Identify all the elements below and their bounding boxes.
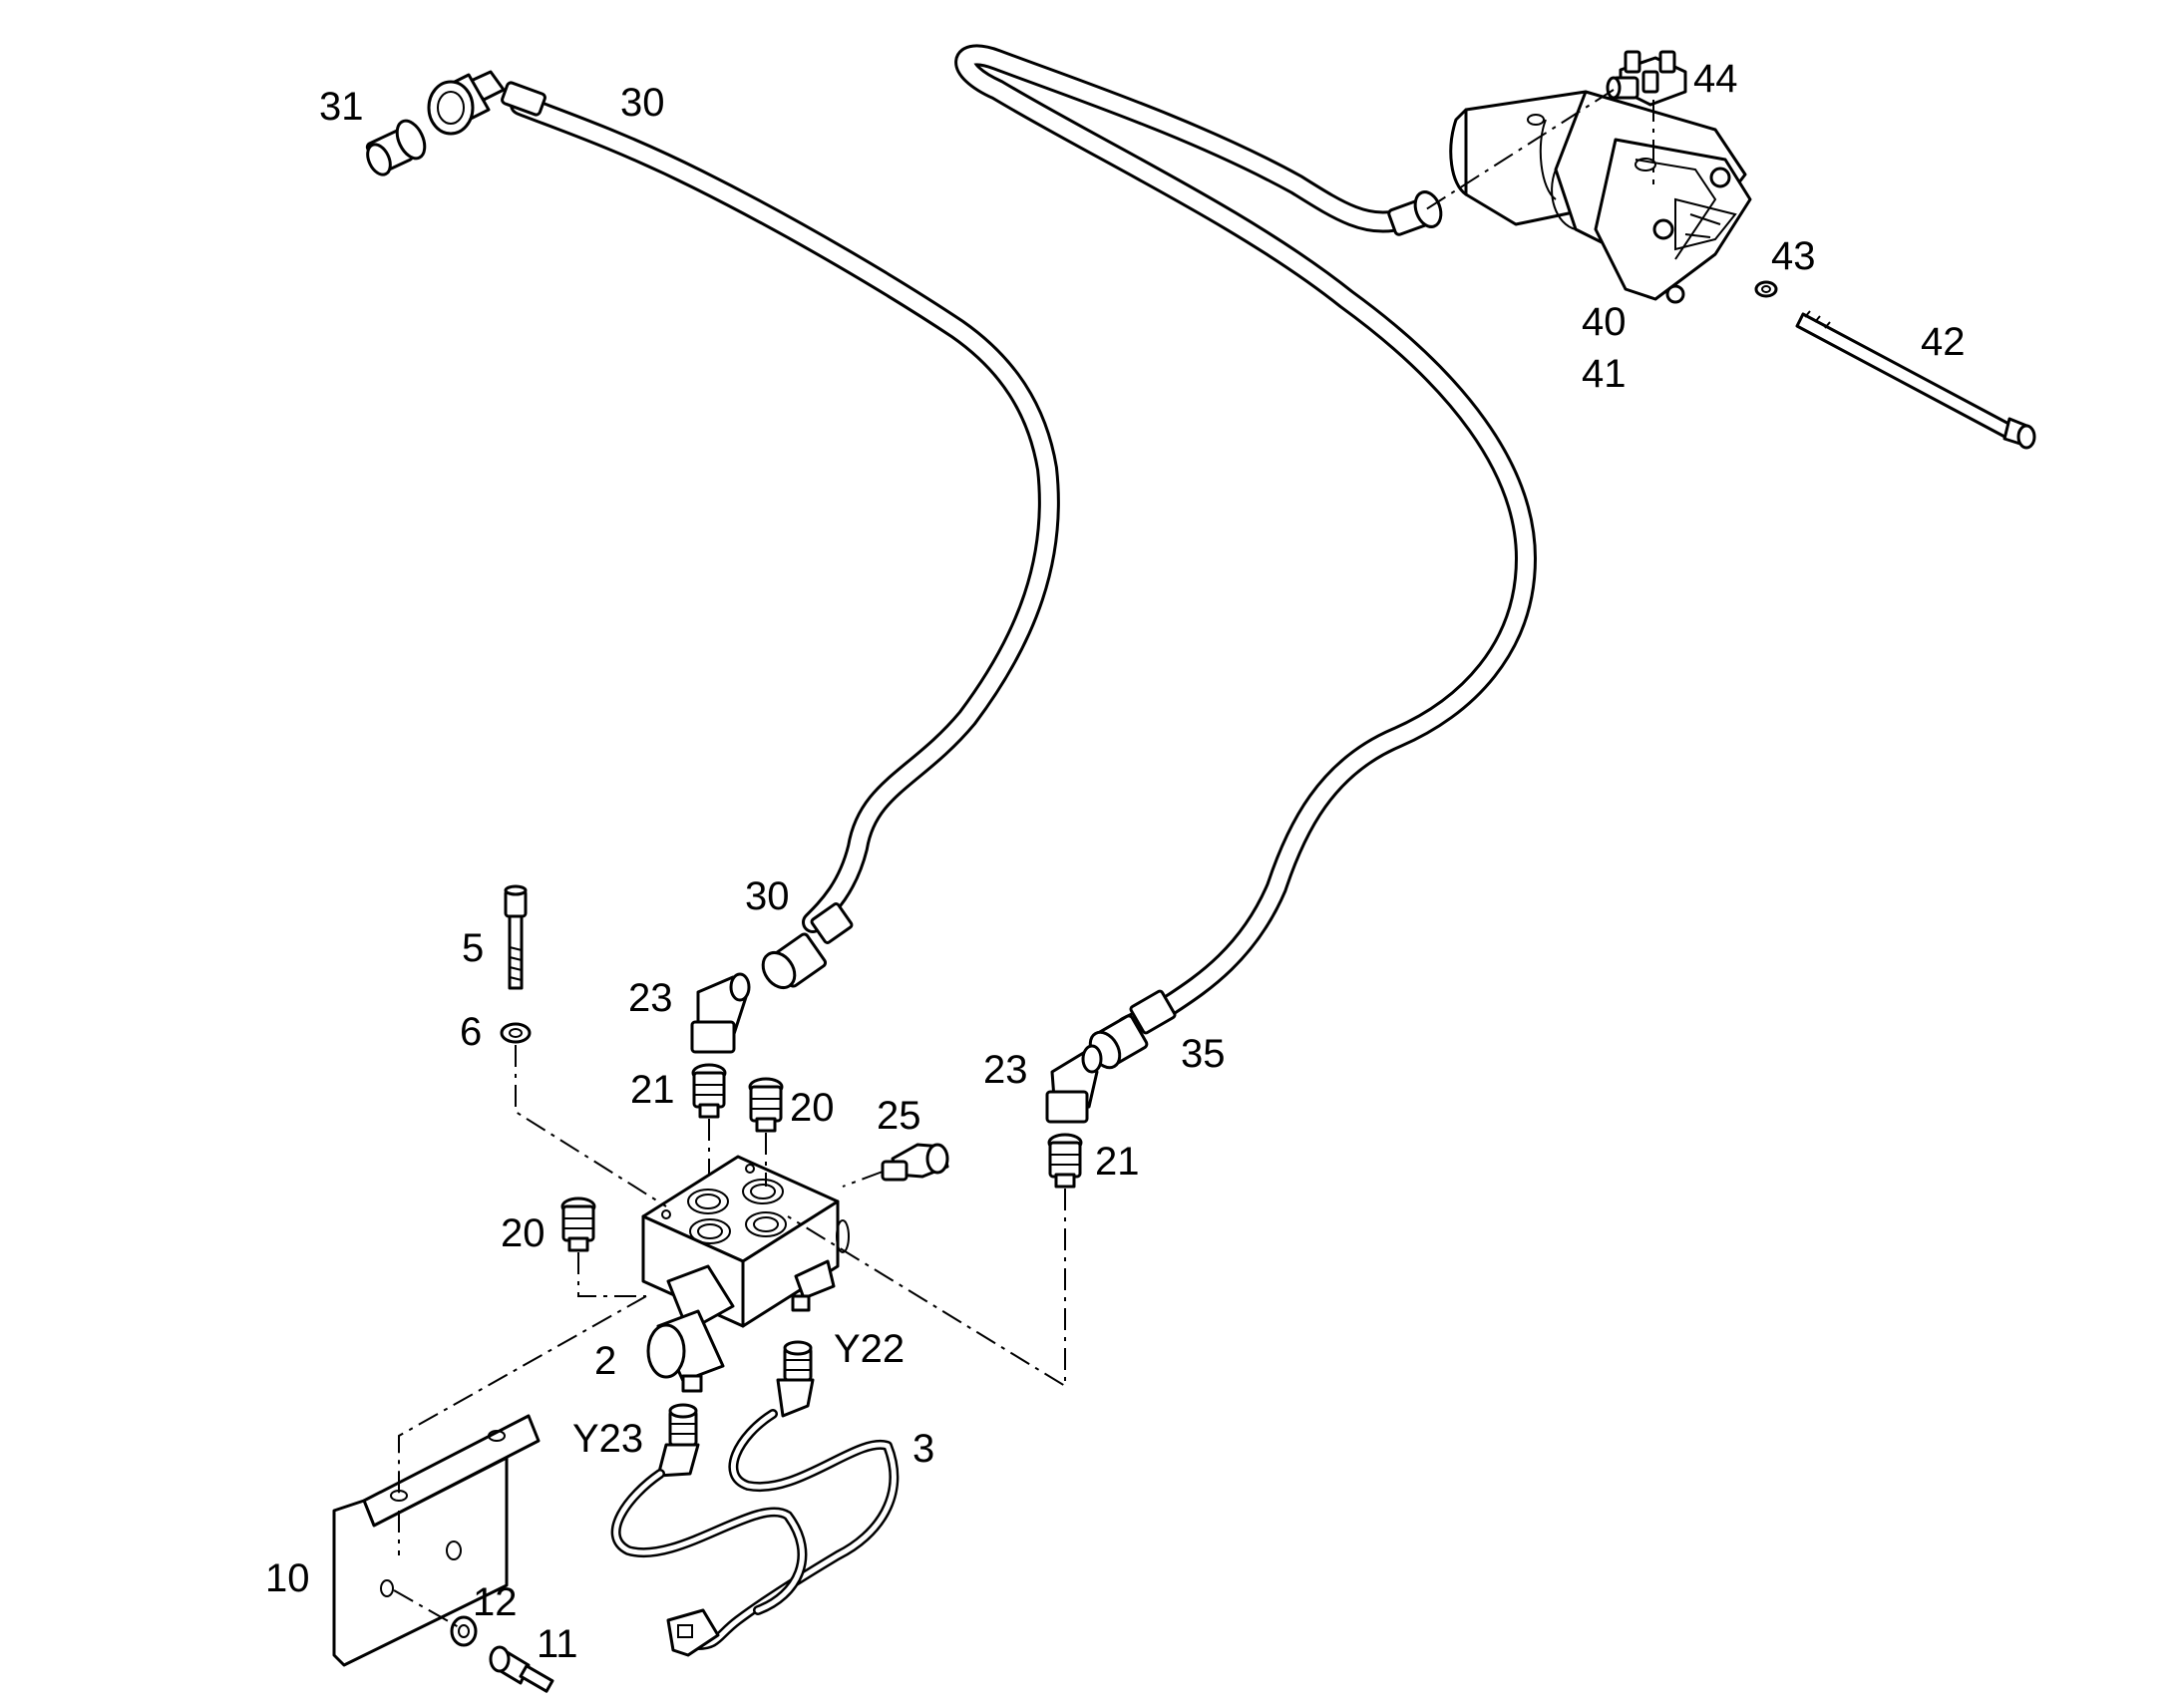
callout-5: 5 — [462, 926, 484, 970]
screw-11 — [489, 1645, 554, 1693]
callout-20-top: 20 — [790, 1086, 835, 1130]
washer-6 — [500, 1022, 532, 1044]
callout-10: 10 — [265, 1556, 310, 1600]
callout-3: 3 — [912, 1427, 934, 1471]
callout-30-top: 30 — [620, 81, 665, 125]
screw-5 — [504, 884, 528, 990]
cable-3 — [610, 1409, 900, 1657]
callout-43: 43 — [1771, 234, 1816, 278]
fitting-21-right — [1047, 1133, 1083, 1189]
callout-42: 42 — [1921, 320, 1966, 364]
callout-31: 31 — [319, 85, 364, 129]
fitting-20-top — [748, 1077, 784, 1133]
valve-block-2 — [641, 1155, 850, 1393]
callout-12: 12 — [473, 1580, 518, 1624]
callout-21-left: 21 — [630, 1068, 675, 1112]
callout-35: 35 — [1181, 1032, 1226, 1076]
callout-labels: 31 30 44 43 40 41 42 5 6 30 23 21 20 25 … — [265, 57, 1966, 1666]
fitting-44 — [1606, 50, 1687, 107]
elbow-23-left — [690, 972, 751, 1054]
callout-Y22: Y22 — [834, 1327, 905, 1371]
hose-35 — [954, 44, 1537, 1070]
assembly-guide-lines — [393, 89, 1654, 1628]
fitting-31 — [365, 119, 427, 176]
callout-20-left: 20 — [501, 1211, 545, 1255]
hose-30 — [427, 70, 1060, 990]
fitting-20-left — [560, 1196, 596, 1252]
callout-23-left: 23 — [628, 976, 673, 1020]
callout-41: 41 — [1582, 352, 1627, 396]
callout-44: 44 — [1693, 57, 1738, 101]
callout-23-right: 23 — [983, 1048, 1028, 1092]
coil-Y23 — [656, 1403, 700, 1478]
callout-6: 6 — [460, 1010, 482, 1054]
coil-Y22 — [776, 1340, 815, 1418]
bolt-42 — [1795, 310, 2036, 450]
callout-40: 40 — [1582, 300, 1627, 344]
fitting-25 — [881, 1143, 949, 1182]
callout-25: 25 — [877, 1094, 921, 1138]
callout-30-mid: 30 — [745, 874, 790, 918]
callout-2: 2 — [594, 1339, 616, 1383]
elbow-23-right — [1045, 1044, 1103, 1124]
washer-12 — [450, 1615, 478, 1647]
callout-21-right: 21 — [1095, 1140, 1140, 1184]
bracket-10 — [332, 1414, 541, 1667]
fitting-21-left — [691, 1063, 727, 1119]
washer-43 — [1754, 280, 1778, 298]
callout-Y23: Y23 — [572, 1417, 643, 1461]
pump-40-41 — [1449, 90, 1752, 304]
callout-11: 11 — [537, 1622, 578, 1666]
